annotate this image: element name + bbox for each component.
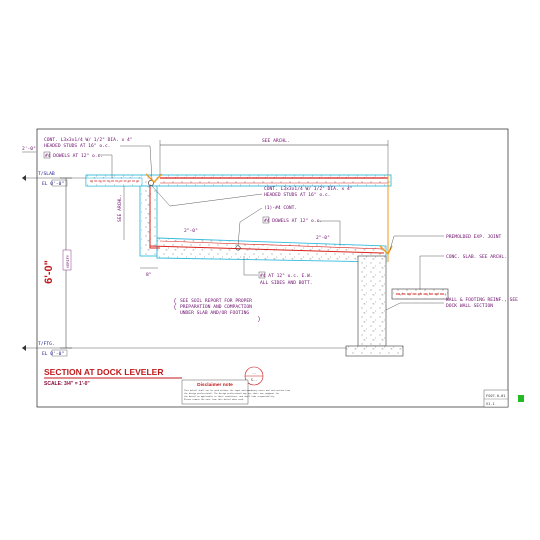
- embed-angle-top: [145, 173, 163, 183]
- leader-dowels-top: [98, 154, 113, 178]
- note-soil-3: UNDER SLAB AND/OR FOOTING: [180, 310, 249, 316]
- soil-note-bracket-r: [257, 315, 260, 323]
- disclaimer-box: Disclaimer note This detail shall not be…: [181, 379, 291, 405]
- leader-wall: [385, 302, 444, 311]
- note-dowels-mid: #4 DOWELS AT 12" o.c.: [264, 218, 322, 224]
- dim-see-archl-vert: SEE ARCHL.: [117, 194, 123, 222]
- note-soil-2: PREPARATION AND COMPACTION: [180, 304, 252, 310]
- leader-cont-l-mid: [151, 185, 263, 207]
- note-cont-l-mid-1: CONT. L3x3x1/4 W/ 1/2" DIA. x 4": [264, 186, 353, 192]
- tag-dowels-top: [43, 151, 51, 159]
- dim-slope-left: 2"-0": [184, 228, 198, 234]
- sheet-border: [36, 128, 509, 408]
- note-conc-slab: CONC. SLAB. SEE ARCHL.: [446, 254, 507, 260]
- tslab-marker: [22, 175, 26, 181]
- leader-exp-joint: [389, 235, 444, 251]
- rebar-pit-floor-2: [159, 240, 385, 250]
- dim-top-offset: 2'-0": [22, 146, 36, 152]
- wall-footing: [345, 345, 404, 357]
- tslab-label: T/SLAB: [38, 171, 55, 177]
- rebar-cont-bar-top: [148, 180, 154, 186]
- disclaimer-line-4: Please remove the note from this detail …: [184, 398, 244, 401]
- rebar-pit-wall: [149, 186, 160, 249]
- left-slab-lip: [85, 177, 143, 187]
- tslab-el-box: [51, 179, 68, 187]
- note-bars-ew-2: ALL SIDES AND BOTT.: [260, 280, 313, 286]
- drawing-title: SECTION AT DOCK LEVELER: [44, 367, 163, 377]
- tag-dowels-mid: [262, 216, 270, 224]
- tftg-label: T/FTG.: [38, 341, 55, 347]
- leader-cont-l-top: [120, 145, 153, 181]
- dim-bottom-width: 8": [146, 272, 152, 278]
- bubble-ref-top: --: [252, 371, 256, 375]
- disclaimer-line-3: the detail as applicable to their condit…: [184, 395, 276, 398]
- note-wall-2: DOCK WALL SECTION: [446, 303, 493, 309]
- section-bubble: -- S--: [244, 366, 264, 386]
- note-exp-joint: PREMOLDED EXP. JOINT: [446, 234, 502, 240]
- tftg-el-box: [51, 349, 68, 357]
- dim-height-tag: VERIFY: [62, 249, 72, 271]
- dim-see-archl-top: SEE ARCHL.: [262, 138, 290, 144]
- leader-dowels-mid: [318, 220, 341, 246]
- dock-wall: [357, 255, 387, 347]
- sheet-number-block: FS07.0-01 V1.1: [483, 389, 509, 408]
- sheet-number: FS07.0-01: [486, 394, 505, 398]
- rebar-pit-floor: [149, 245, 385, 254]
- note-wall-1: WALL & FOOTING REINF., SEE: [446, 297, 518, 303]
- note-cont-l-top-2: HEADED STUDS AT 16" o.c.: [44, 143, 110, 149]
- pit-left-wall: [139, 185, 158, 257]
- svg-text:VERIFY: VERIFY: [66, 254, 70, 268]
- status-indicator: [518, 395, 524, 402]
- note-cont-l-top-1: CONT. L3x3x1/4 W/ 1/2" DIA. x 4": [44, 137, 133, 143]
- note-bars-ew-1: #4 AT 12" o.c. E.W.: [260, 273, 313, 279]
- note-dowels-top: #4 DOWELS AT 12" o.c.: [45, 153, 103, 159]
- soil-note-bracket: [174, 297, 177, 311]
- disclaimer-line-2: the design professional. The design prof…: [184, 392, 280, 395]
- bubble-ref-bottom: S--: [251, 378, 258, 382]
- disclaimer-line-1: This detail shall not be used without th…: [184, 389, 291, 392]
- sheet-version: V1.1: [486, 402, 495, 406]
- dim-height-value: 6'-0": [43, 260, 55, 284]
- tftg-el: EL 0'-0": [42, 351, 64, 357]
- tag-bars-ew: [258, 271, 266, 279]
- note-cont-bars: (1)-#4 CONT.: [264, 205, 297, 211]
- note-soil-1: SEE SOIL REPORT FOR PROPER: [180, 298, 252, 304]
- note-cont-l-mid-2: HEADED STUDS AT 16" o.c.: [264, 192, 330, 198]
- tftg-marker: [22, 345, 26, 351]
- dim-slope-right: 2"-0": [316, 235, 330, 241]
- leader-bars-ew: [243, 256, 258, 276]
- leader-cont-bars: [237, 207, 263, 247]
- tslab-el: EL 0'-0": [42, 181, 64, 187]
- drawing-scale: SCALE: 3/4" = 1'-0": [44, 381, 90, 387]
- disclaimer-title: Disclaimer note: [197, 382, 233, 388]
- leader-conc-slab: [419, 255, 444, 290]
